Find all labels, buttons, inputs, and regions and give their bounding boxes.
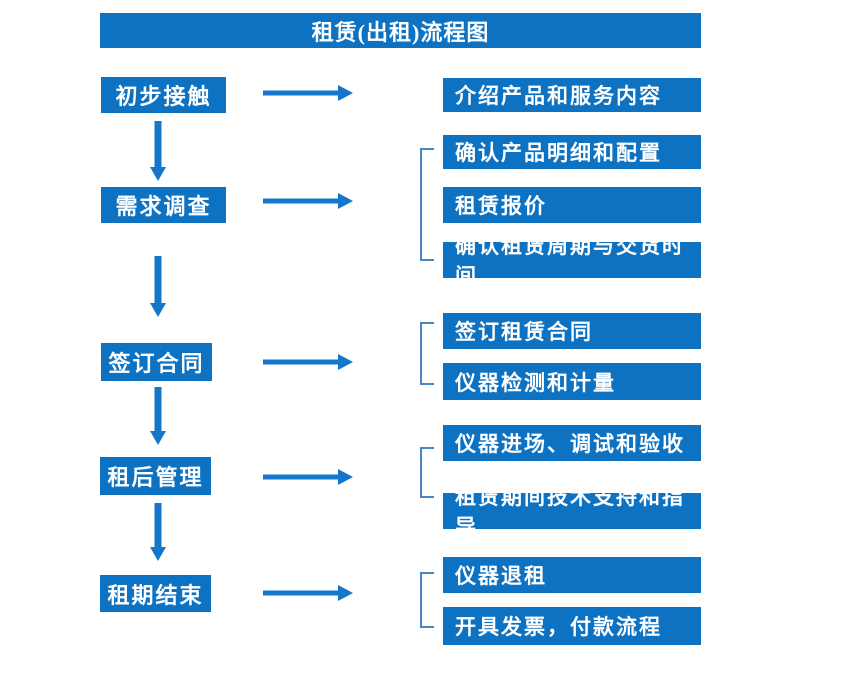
step-sign-contract: 签订合同 [101,343,212,381]
arrow-step2-to-step3-icon [150,256,166,317]
detail-sign-rental-contract: 签订租赁合同 [443,313,701,349]
detail-confirm-product-config: 确认产品明细和配置 [443,135,701,169]
detail-instrument-return: 仪器退租 [443,557,701,593]
detail-rental-quote: 租赁报价 [443,187,701,223]
detail-introduce-products-services: 介绍产品和服务内容 [443,78,701,112]
bracket-step2-details [420,148,434,261]
arrow-step1-right-icon [263,85,353,101]
arrow-step4-to-step5-icon [150,503,166,561]
arrow-step2-right-icon [263,193,353,209]
step-post-rental-management: 租后管理 [100,457,211,495]
step-initial-contact: 初步接触 [101,77,226,113]
arrow-step5-right-icon [263,585,353,601]
diagram-title: 租赁(出租)流程图 [100,13,701,48]
bracket-step4-details [420,447,434,498]
detail-tech-support-guidance: 租赁期间技术支持和指导 [443,485,701,539]
step-rental-end: 租期结束 [100,575,211,612]
arrow-step4-right-icon [263,469,353,485]
arrow-step1-to-step2-icon [150,121,166,181]
arrow-step3-to-step4-icon [150,387,166,445]
detail-invoice-payment: 开具发票，付款流程 [443,607,701,645]
arrow-step3-right-icon [263,354,353,370]
bracket-step5-details [420,572,434,628]
detail-confirm-period-delivery: 确认租赁周期与交货时间 [443,234,701,288]
bracket-step3-details [420,322,434,385]
detail-instrument-inspection: 仪器检测和计量 [443,363,701,400]
step-demand-survey: 需求调查 [101,187,226,223]
detail-instrument-setup-acceptance: 仪器进场、调试和验收 [443,425,701,461]
